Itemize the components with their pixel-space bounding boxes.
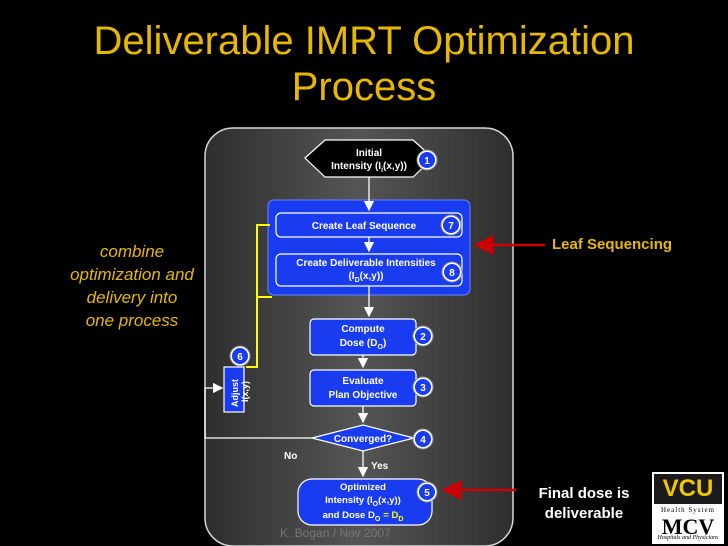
badge-3: 3 xyxy=(412,376,434,398)
initial-intensity-line1: Initial xyxy=(356,148,382,159)
create-deliverable-line1: Create Deliverable Intensities xyxy=(296,258,436,269)
compute-dose-line1: Compute xyxy=(341,324,385,335)
optimized-line1: Optimized xyxy=(340,482,386,493)
hospitals-text: Hospitals and Physicians xyxy=(657,535,719,541)
adjust-intensity-box xyxy=(223,366,245,413)
adjust-line2: I(x,y) xyxy=(240,381,250,402)
create-leaf-sequence-label: Create Leaf Sequence xyxy=(312,221,417,232)
no-branch-line xyxy=(204,382,312,439)
optimized-line3: and Dose DO= DD xyxy=(323,510,404,523)
final-dose-line: Final dose is xyxy=(538,485,630,502)
mcv-logo-text: MCV xyxy=(661,514,715,539)
page-title: Deliverable IMRT Optimization Process xyxy=(0,18,728,110)
no-label: No xyxy=(284,451,297,462)
svg-text:5: 5 xyxy=(424,488,430,499)
vcu-logo-text: VCU xyxy=(654,474,722,504)
adjust-line1: Adjust xyxy=(230,379,240,407)
converged-label: Converged? xyxy=(334,434,392,445)
svg-text:3: 3 xyxy=(420,383,426,394)
side-note: combine optimization and delivery into o… xyxy=(52,240,212,332)
svg-text:6: 6 xyxy=(237,352,243,363)
create-deliverable-line2: (ID(x,y)) xyxy=(348,271,383,284)
svg-text:4: 4 xyxy=(420,435,426,446)
title-line-2: Process xyxy=(291,65,437,109)
footer-credit: K. Bogan / Nov 2007 xyxy=(280,526,391,540)
badge-4: 4 xyxy=(412,428,434,450)
health-system-text: Health System xyxy=(660,506,716,514)
final-dose-label: Final dose is deliverable xyxy=(522,484,646,524)
evaluate-line2: Plan Objective xyxy=(329,390,398,401)
side-note-line: combine xyxy=(99,242,165,261)
side-note-line: optimization and xyxy=(70,265,194,284)
yes-label: Yes xyxy=(371,461,389,472)
initial-intensity-line2: Intensity (Ii(x,y)) xyxy=(331,161,407,174)
badge-2: 2 xyxy=(412,325,434,347)
title-line-1: Deliverable IMRT Optimization xyxy=(93,19,635,63)
optimized-intensity-box xyxy=(297,478,433,526)
vcu-mcv-logo: VCU Health System MCV Hospitals and Phys… xyxy=(652,472,724,544)
side-note-line: delivery into xyxy=(86,288,178,307)
compute-dose-line2: Dose (DO) xyxy=(340,338,387,351)
optimized-line2: Intensity (IO(x,y)) xyxy=(325,495,401,508)
evaluate-line1: Evaluate xyxy=(342,376,384,387)
svg-text:8: 8 xyxy=(449,268,455,279)
svg-text:2: 2 xyxy=(420,332,426,343)
svg-text:1: 1 xyxy=(424,156,430,167)
side-note-line: one process xyxy=(85,311,179,330)
badge-1: 1 xyxy=(416,149,438,171)
final-dose-line: deliverable xyxy=(544,505,624,522)
badge-7: 7 xyxy=(440,214,462,236)
leaf-sequencing-label: Leaf Sequencing xyxy=(552,236,673,253)
badge-8: 8 xyxy=(441,261,463,283)
badge-6: 6 xyxy=(229,345,251,367)
badge-5: 5 xyxy=(416,481,438,503)
svg-text:7: 7 xyxy=(448,221,454,232)
